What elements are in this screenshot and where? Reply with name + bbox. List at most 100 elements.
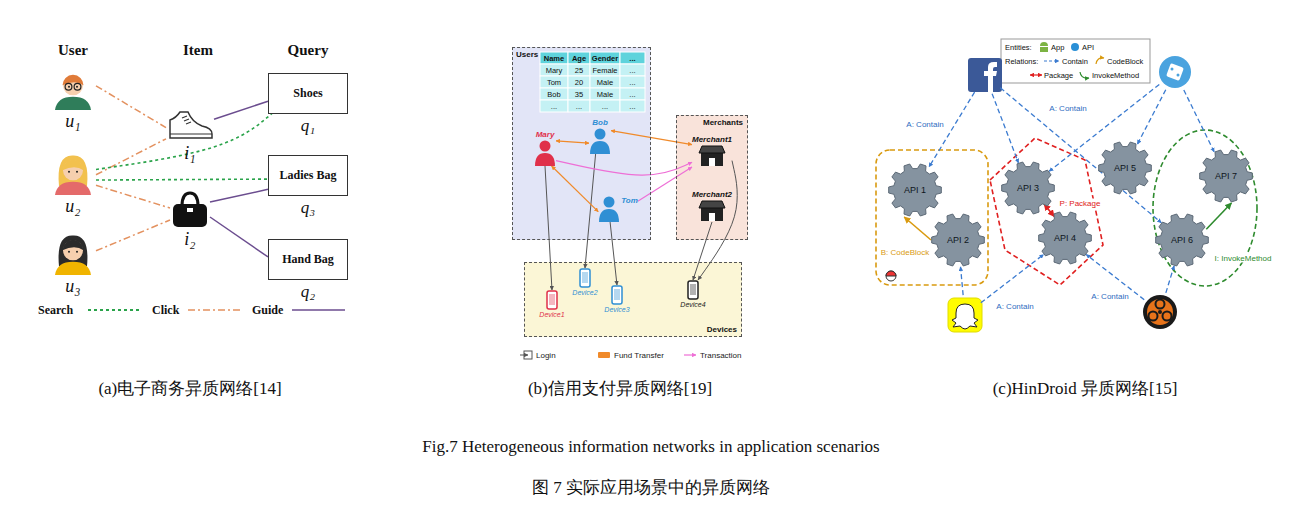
legend-text: CodeBlock	[1107, 57, 1143, 66]
drawn-shape	[55, 262, 91, 275]
node-text: API 4	[1054, 233, 1076, 243]
table-cell	[590, 100, 620, 112]
node-text: u₃	[65, 276, 80, 297]
figure-caption: Fig.7 Heterogeneous information networks…	[422, 437, 879, 457]
drawn-shape	[63, 240, 84, 251]
drawn-shape	[59, 235, 88, 266]
click-connector	[96, 185, 170, 208]
node-text: Device1	[539, 311, 564, 318]
codeblock-group	[876, 150, 988, 285]
drawn-shape	[55, 182, 91, 195]
node-text: u₁	[65, 111, 80, 132]
panel-title: Users	[516, 50, 538, 59]
malware-app	[1143, 295, 1177, 329]
drawn-shape	[55, 97, 91, 110]
pkg-connector	[1044, 204, 1054, 216]
malware-ring	[1147, 299, 1173, 325]
legend-text: Transaction	[700, 351, 742, 360]
drawn-shape	[599, 209, 619, 222]
api-gear: API 2	[931, 213, 985, 267]
table-cell	[568, 100, 590, 112]
node-text: Mary	[536, 130, 555, 139]
user-figure-drawing	[589, 128, 611, 154]
login-connector	[693, 222, 712, 280]
table-cell	[540, 64, 568, 76]
table-cell-text: ...	[629, 66, 635, 75]
drawn-shape	[590, 141, 610, 154]
drawn-shape	[63, 75, 83, 95]
item-icon: i₂	[170, 190, 210, 250]
node-text: API 1	[904, 185, 926, 195]
table-cell-text: ...	[629, 102, 635, 111]
legend-sample	[598, 352, 610, 358]
drawn-shape	[582, 272, 588, 283]
table-cell-text: ...	[576, 102, 582, 111]
table-cell	[590, 52, 620, 64]
user-icon-drawing	[50, 151, 96, 195]
drawn-shape	[170, 112, 212, 138]
guide-connector	[210, 217, 268, 257]
contain-arrow	[1137, 90, 1165, 144]
code-connector	[904, 217, 931, 240]
drawn-shape	[68, 251, 70, 253]
api-gear: API 3	[1001, 161, 1055, 215]
table-cell	[590, 76, 620, 88]
column-heading: User	[58, 42, 88, 59]
click-connector	[96, 139, 166, 175]
api-gear: API 6	[1155, 213, 1209, 267]
contain-label: A: Contain	[995, 302, 1034, 311]
legend-text: InvokeMethod	[1092, 71, 1139, 80]
table-cell	[620, 100, 645, 112]
drawn-shape	[540, 141, 551, 152]
trans-connector	[638, 167, 692, 201]
table-cell-text: Tom	[547, 78, 561, 87]
drawn-shape	[612, 286, 622, 304]
legend-sample	[1096, 58, 1104, 64]
device-icon-drawing	[687, 280, 699, 300]
login-connector	[585, 154, 596, 268]
legend-sample	[188, 309, 240, 311]
legend-heading: Entities:	[1005, 43, 1032, 52]
node-text: i₂	[184, 229, 195, 250]
drawn-shape	[889, 164, 942, 216]
drawn-shape	[76, 251, 78, 253]
table-cell	[568, 88, 590, 100]
merchant-icon: Merchant2	[692, 190, 732, 222]
drawn-shape	[709, 213, 715, 221]
table-cell-text: Male	[597, 90, 613, 99]
legend-sample	[1044, 60, 1059, 61]
trans-connector	[556, 161, 692, 176]
api-gear: API 4	[1038, 211, 1092, 265]
inv-connector	[1206, 203, 1231, 229]
search-connector	[96, 178, 268, 181]
legend-text: Click	[152, 303, 179, 318]
merchant-icon-drawing	[698, 145, 726, 167]
node-text: i₁	[184, 143, 195, 164]
dice-face	[1166, 63, 1184, 81]
device-icon: Device1	[539, 290, 564, 318]
drawn-shape	[699, 146, 725, 153]
table-cell-text: ...	[629, 78, 635, 87]
panel-fill	[512, 47, 651, 240]
drawn-shape	[1039, 212, 1092, 264]
device-icon-drawing	[579, 268, 591, 288]
legend-sample	[88, 309, 140, 311]
merchant-icon: Merchant1	[692, 135, 732, 167]
legend-text: Contain	[1062, 57, 1088, 66]
edge-label: I: InvokeMethod	[1214, 254, 1273, 263]
legend-sample	[1080, 72, 1089, 78]
table-cell-text: Age	[572, 54, 586, 63]
login-connector	[545, 166, 552, 290]
drawn-shape	[580, 269, 590, 287]
table-cell	[540, 88, 568, 100]
drawn-shape	[701, 153, 723, 166]
drawn-shape	[604, 197, 615, 208]
table-cell-text: ...	[551, 102, 557, 111]
pokeball-top	[886, 271, 896, 276]
item-icon-drawing	[170, 190, 210, 228]
user-figure: Bob	[589, 118, 611, 154]
fund-connector	[556, 141, 589, 143]
table-cell-text: ...	[629, 90, 635, 99]
dice-dot	[1177, 74, 1180, 77]
contain-arrow	[929, 92, 975, 167]
